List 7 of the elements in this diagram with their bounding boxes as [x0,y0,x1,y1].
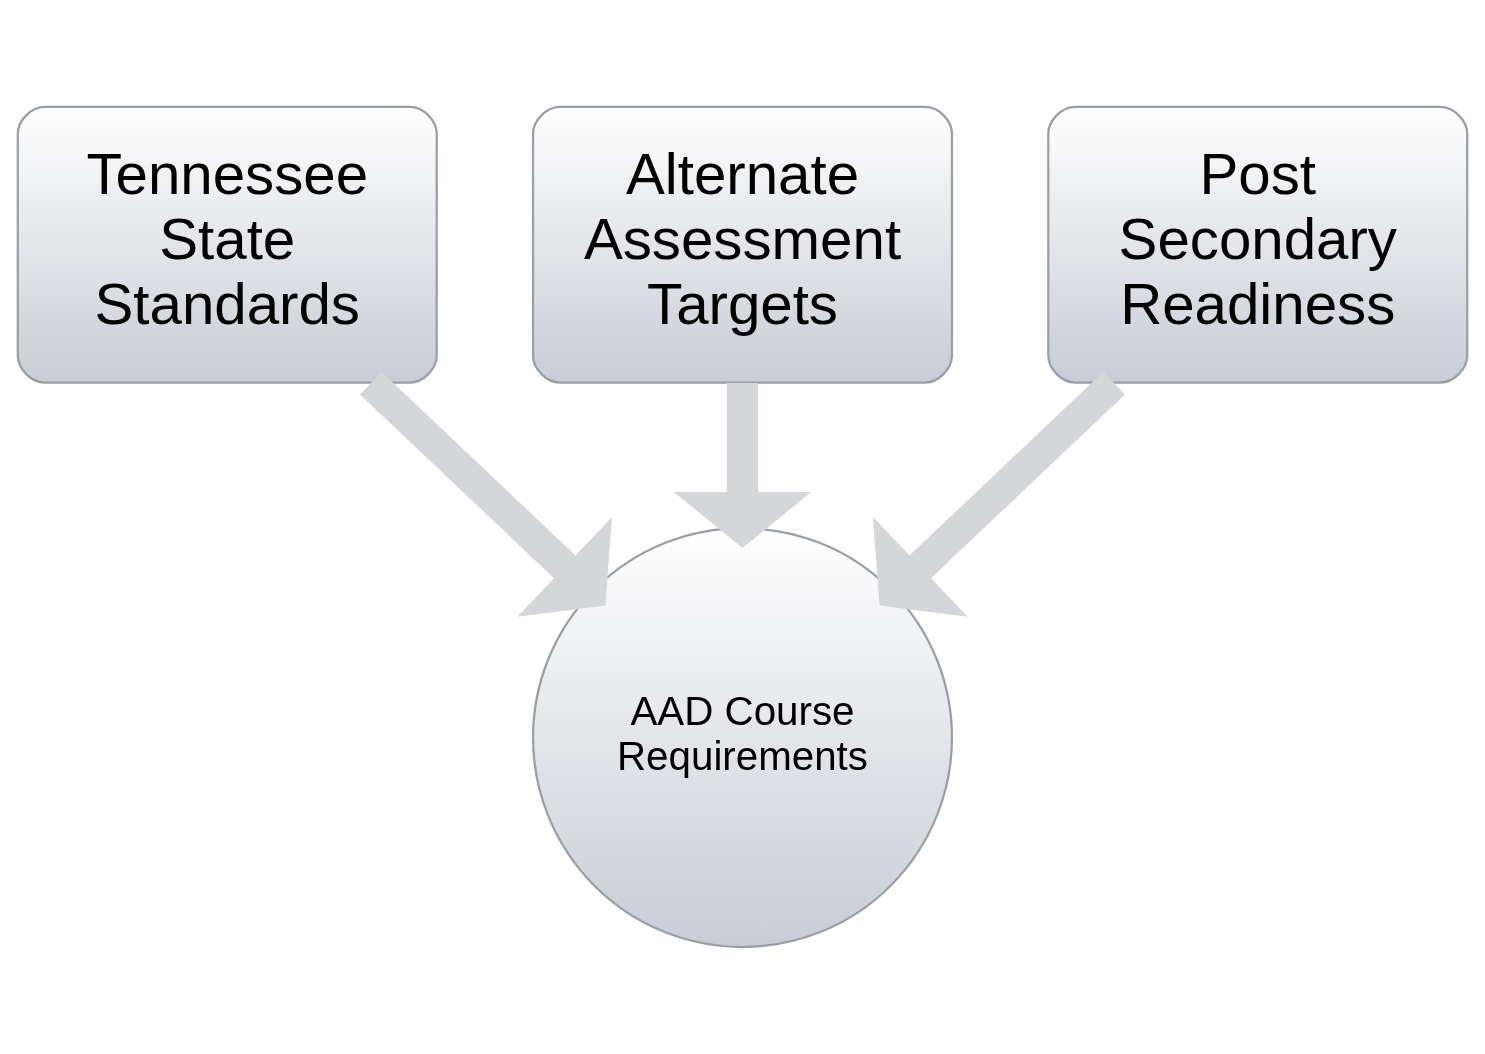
node-box: Tennessee State Standards [16,105,438,384]
node-box: Alternate Assessment Targets [531,105,954,384]
arrow [360,371,612,617]
arrow [873,371,1125,617]
arrow [673,383,812,549]
node-circle: AAD Course Requirements [531,527,954,949]
node-box: Post Secondary Readiness [1047,105,1469,384]
